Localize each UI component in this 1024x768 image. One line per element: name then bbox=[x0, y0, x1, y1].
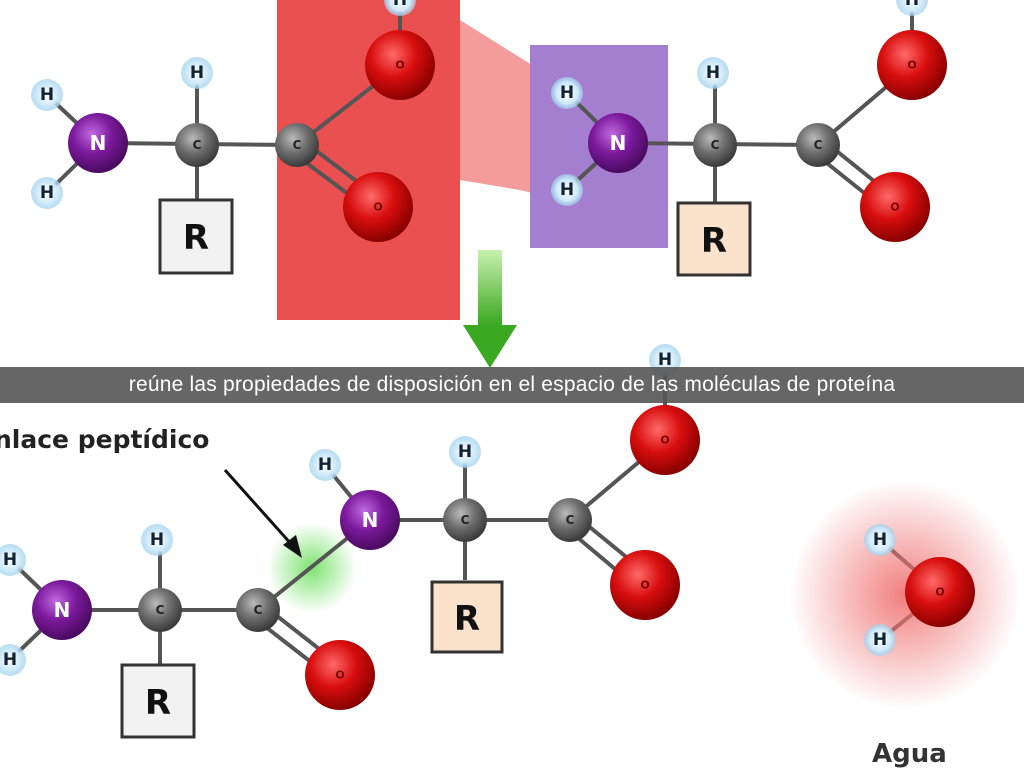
hydrogen-atom: H bbox=[141, 524, 173, 556]
atom-symbol: O bbox=[640, 579, 649, 592]
atom-symbol: C bbox=[461, 513, 470, 527]
nitrogen-atom: N bbox=[340, 490, 400, 550]
atom-symbol: H bbox=[318, 455, 332, 475]
atom-symbol: H bbox=[560, 83, 574, 103]
atom-symbol: H bbox=[393, 0, 407, 10]
atom-symbol: H bbox=[40, 183, 54, 203]
atom-symbol: H bbox=[190, 63, 204, 83]
oxygen-atom: O bbox=[343, 172, 413, 242]
atom-symbol: N bbox=[90, 131, 107, 155]
hydrogen-atom: H bbox=[31, 177, 63, 209]
water-glow bbox=[790, 480, 1020, 710]
oxygen-atom: O bbox=[630, 405, 700, 475]
atom-symbol: O bbox=[660, 434, 669, 447]
oxygen-atom: O bbox=[860, 172, 930, 242]
atom-symbol: C bbox=[293, 138, 302, 152]
r-group: R bbox=[158, 198, 234, 275]
atom-symbol: O bbox=[890, 201, 899, 214]
atom-symbol: H bbox=[458, 442, 472, 462]
carbon-atom: C bbox=[548, 498, 592, 542]
hydrogen-atom: H bbox=[0, 544, 26, 576]
hydrogen-atom: H bbox=[864, 624, 896, 656]
atom-symbol: H bbox=[3, 550, 17, 570]
atom-symbol: C bbox=[156, 603, 165, 617]
atom-symbol: C bbox=[254, 603, 263, 617]
atom-symbol: C bbox=[566, 513, 575, 527]
atom-symbol: O bbox=[395, 59, 404, 72]
atom-symbol: H bbox=[150, 530, 164, 550]
hydrogen-atom: H bbox=[309, 449, 341, 481]
svg-text:R: R bbox=[701, 221, 727, 261]
hydrogen-atom: H bbox=[384, 0, 416, 16]
atom-symbol: O bbox=[935, 586, 944, 599]
atom-symbol: C bbox=[711, 138, 720, 152]
r-group: R bbox=[430, 580, 504, 654]
hydrogen-atom: H bbox=[697, 57, 729, 89]
atom-symbol: N bbox=[362, 508, 379, 532]
atom-symbol: C bbox=[814, 138, 823, 152]
atom-symbol: H bbox=[3, 650, 17, 670]
r-group: R bbox=[676, 201, 752, 277]
atom-symbol: H bbox=[40, 85, 54, 105]
atom-symbol: O bbox=[907, 59, 916, 72]
atom-symbol: O bbox=[373, 201, 382, 214]
r-group: R bbox=[120, 663, 196, 739]
atom-symbol: H bbox=[905, 0, 919, 10]
atom-symbol: N bbox=[610, 131, 627, 155]
hydrogen-atom: H bbox=[864, 524, 896, 556]
carbon-atom: C bbox=[175, 123, 219, 167]
reaction-arrow bbox=[463, 250, 517, 368]
carbon-atom: C bbox=[796, 123, 840, 167]
oxygen-atom: O bbox=[365, 30, 435, 100]
atom-symbol: H bbox=[560, 180, 574, 200]
atom-symbol: C bbox=[193, 138, 202, 152]
hydrogen-atom: H bbox=[449, 436, 481, 468]
nitrogen-atom: N bbox=[588, 113, 648, 173]
oxygen-atom: O bbox=[877, 30, 947, 100]
atom-symbol: H bbox=[658, 350, 672, 370]
carbon-atom: C bbox=[236, 588, 280, 632]
svg-text:R: R bbox=[145, 683, 171, 723]
atom-symbol: H bbox=[706, 63, 720, 83]
atom-symbol: O bbox=[335, 669, 344, 682]
hydrogen-atom: H bbox=[31, 79, 63, 111]
hydrogen-atom: H bbox=[896, 0, 928, 16]
atom-symbol: H bbox=[873, 530, 887, 550]
nitrogen-atom: N bbox=[32, 580, 92, 640]
slide-caption: reúne las propiedades de disposición en … bbox=[0, 367, 1024, 403]
hydrogen-atom: H bbox=[0, 644, 26, 676]
pointer-arrow bbox=[223, 469, 302, 558]
water-label: Agua bbox=[872, 739, 947, 768]
hydrogen-atom: H bbox=[181, 57, 213, 89]
oxygen-atom: O bbox=[905, 557, 975, 627]
hydrogen-atom: H bbox=[551, 77, 583, 109]
nitrogen-atom: N bbox=[68, 113, 128, 173]
carbon-atom: C bbox=[138, 588, 182, 632]
atom-symbol: N bbox=[54, 598, 71, 622]
carbon-atom: C bbox=[275, 123, 319, 167]
svg-text:R: R bbox=[183, 218, 209, 258]
atom-symbol: H bbox=[873, 630, 887, 650]
svg-text:R: R bbox=[454, 599, 480, 639]
oxygen-atom: O bbox=[305, 640, 375, 710]
carbon-atom: C bbox=[693, 123, 737, 167]
hydrogen-atom: H bbox=[551, 174, 583, 206]
peptide-bond-label: nlace peptídico bbox=[0, 425, 209, 454]
oxygen-atom: O bbox=[610, 550, 680, 620]
carbon-atom: C bbox=[443, 498, 487, 542]
